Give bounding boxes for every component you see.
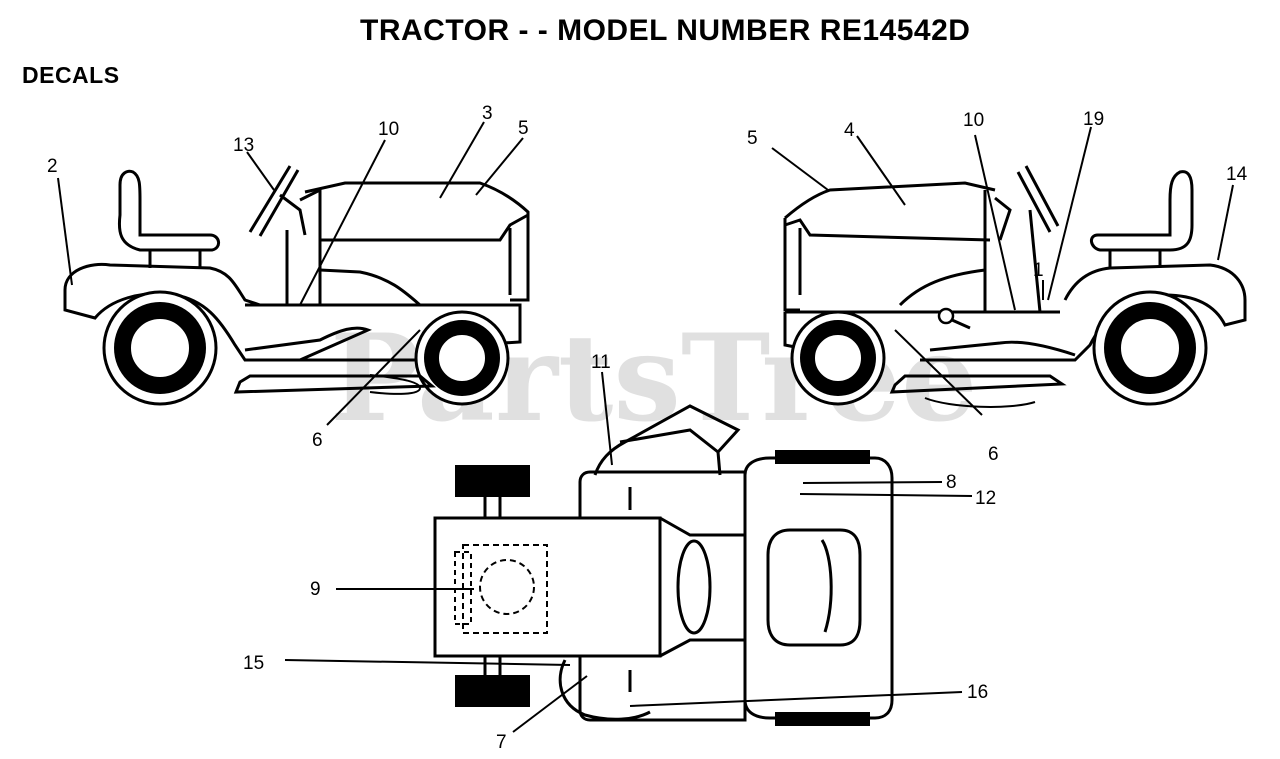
section-label: DECALS [22, 62, 120, 88]
callout-right-1: 1 [1033, 260, 1044, 281]
callout-top-11: 11 [591, 352, 611, 373]
callout-right-5: 5 [747, 128, 758, 149]
callout-left-3: 3 [482, 103, 493, 124]
callout-top-16: 16 [967, 682, 988, 703]
tractor-left-side-view [63, 165, 530, 406]
page-title: TRACTOR - - MODEL NUMBER RE14542D [360, 14, 970, 47]
callout-top-15: 15 [243, 653, 264, 674]
right-callout-labels: 5 4 10 19 14 1 6 [747, 109, 1248, 465]
callout-right-6: 6 [988, 444, 999, 465]
top-callout-lines [284, 371, 973, 733]
callout-right-19: 19 [1083, 109, 1104, 130]
callout-top-9: 9 [310, 579, 321, 600]
callout-left-2: 2 [47, 156, 58, 177]
callout-left-10: 10 [378, 119, 399, 140]
callout-left-5: 5 [518, 118, 529, 139]
top-callout-labels: 11 8 12 9 15 16 7 [243, 352, 996, 753]
tractor-right-side-view [783, 165, 1247, 408]
callout-top-12: 12 [975, 488, 996, 509]
callout-right-10: 10 [963, 110, 984, 131]
callout-top-7: 7 [496, 732, 507, 753]
callout-left-6: 6 [312, 430, 323, 451]
right-callout-lines [771, 126, 1234, 416]
callout-right-14: 14 [1226, 164, 1248, 185]
callout-left-13: 13 [233, 135, 254, 156]
callout-right-4: 4 [844, 120, 855, 141]
left-callout-labels: 2 13 10 3 5 6 [47, 103, 529, 451]
left-callout-lines [57, 121, 524, 426]
callout-top-8: 8 [946, 472, 957, 493]
tractor-top-view [433, 404, 894, 726]
